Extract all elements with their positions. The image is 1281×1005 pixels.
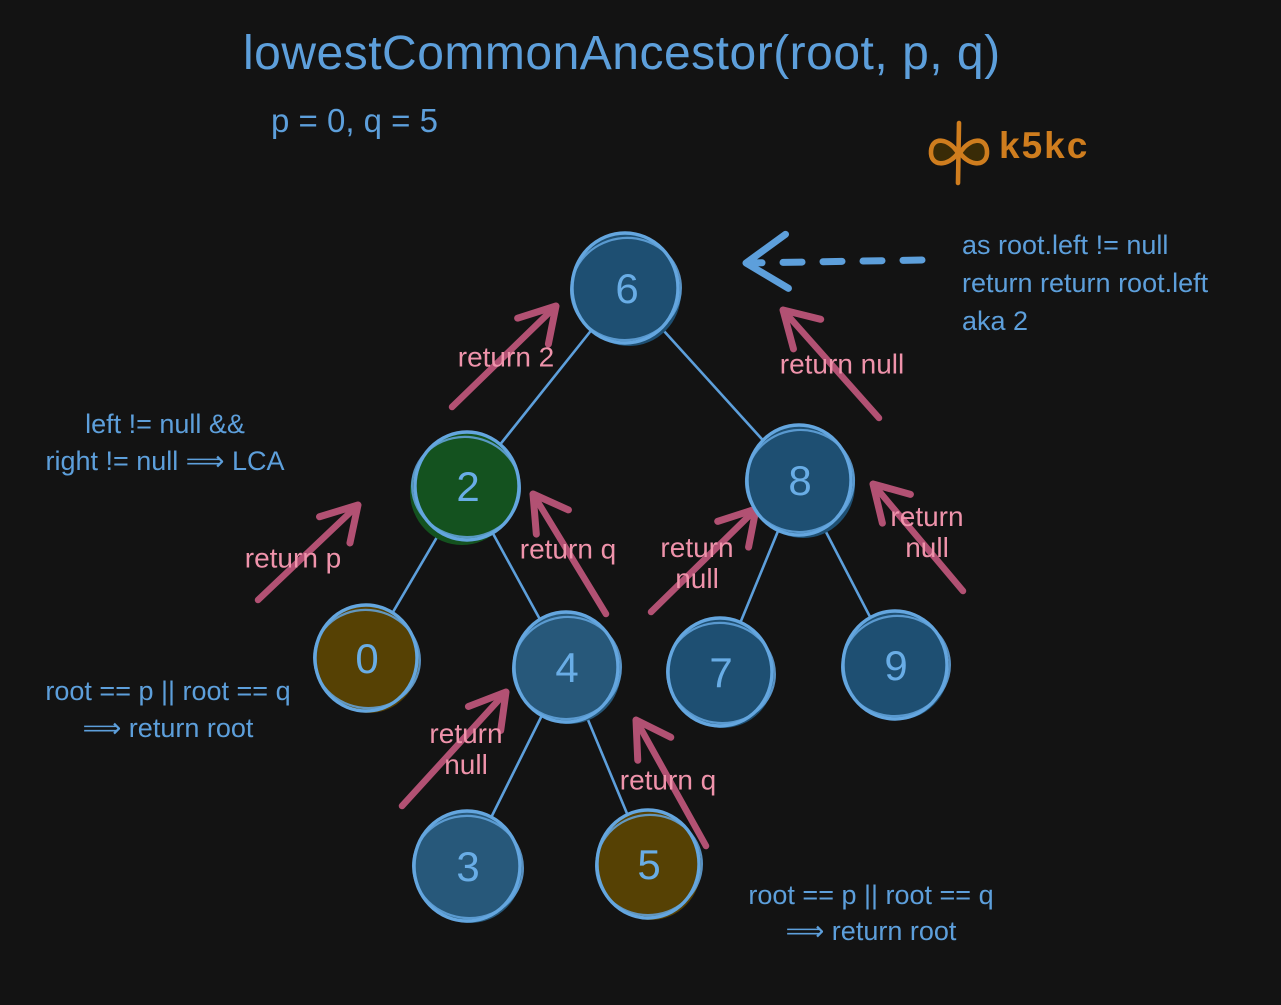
butterfly-infinity-icon: [928, 120, 990, 186]
annotation-as-root-left: as root.left != null return return root.…: [962, 226, 1208, 340]
arrow-return-null-7-to-8: [647, 505, 760, 616]
label-line: return: [890, 501, 964, 532]
dashed-pointer-arrow: [742, 230, 926, 292]
tree-node-3-circle: [411, 809, 525, 923]
annotation-return-root-right: root == p || root == q ⟹ return root: [748, 877, 993, 949]
tree-node-4-circle: [511, 610, 623, 724]
annotation-line: aka 2: [962, 306, 1029, 336]
label-return-null-left-of-8: return null: [660, 532, 733, 594]
tree-node-5-label: 5: [637, 841, 661, 888]
annotation-lca-rule: left != null && right != null ⟹ LCA: [45, 406, 284, 480]
arrow-return-p: [254, 501, 362, 604]
label-return-p: return p: [244, 542, 342, 574]
tree-node-9-label: 9: [884, 642, 908, 689]
annotation-line: right != null ⟹ LCA: [45, 446, 285, 476]
tree-node-6-label: 6: [615, 265, 639, 312]
tree-node-7-label: 7: [709, 649, 733, 696]
tree-node-6-circle: [569, 231, 683, 346]
label-return-null-right-of-8: return null: [890, 501, 963, 563]
annotation-line: return return root.left: [962, 268, 1209, 298]
tree-node-2-circle: [410, 430, 522, 545]
tree-node-3-label: 3: [456, 843, 480, 890]
arrow-return-null-8-to-6: [779, 306, 883, 422]
annotation-line: root == p || root == q: [45, 676, 291, 706]
label-line: null: [675, 563, 719, 594]
arrow-return-2: [448, 302, 560, 411]
arrow-return-q-5-to-4: [632, 716, 710, 850]
tree-node-2-label: 2: [456, 463, 480, 510]
arrow-return-q-4-to-2: [529, 490, 610, 618]
label-line: return: [429, 718, 503, 749]
annotation-line: ⟹ return root: [785, 916, 957, 946]
tree-node-0-circle: [313, 603, 421, 713]
pq-assignment-subtitle: p = 0, q = 5: [271, 102, 438, 139]
annotation-return-root-left: root == p || root == q ⟹ return root: [45, 673, 290, 747]
tree-node-7-circle: [665, 616, 777, 728]
tree-nodes: [313, 231, 952, 923]
tree-node-9-circle: [840, 609, 952, 721]
label-return-null-from-3: return null: [429, 718, 502, 780]
annotation-line: root == p || root == q: [748, 880, 994, 910]
tree-node-0-label: 0: [355, 635, 379, 682]
annotation-line: ⟹ return root: [82, 713, 254, 743]
label-return-2: return 2: [457, 341, 555, 373]
annotation-line: left != null &&: [85, 409, 245, 439]
tree-node-4-label: 4: [555, 644, 579, 691]
arrow-return-null-3-to-4: [398, 688, 510, 810]
label-return-null-top: return null: [779, 348, 905, 380]
label-line: null: [905, 532, 949, 563]
label-line: null: [444, 749, 488, 780]
logo-text: k5kc: [999, 125, 1090, 166]
label-return-q-mid: return q: [519, 533, 617, 565]
tree-node-8-circle: [744, 423, 856, 538]
page-title: lowestCommonAncestor(root, p, q): [243, 27, 1001, 80]
label-return-q-bottom: return q: [619, 764, 717, 796]
arrow-return-null-9-to-8: [869, 480, 967, 595]
annotation-line: as root.left != null: [962, 230, 1169, 260]
return-arrows: [254, 302, 967, 850]
tree-node-5-circle: [594, 808, 704, 920]
tree-node-8-label: 8: [788, 457, 812, 504]
label-line: return: [660, 532, 734, 563]
